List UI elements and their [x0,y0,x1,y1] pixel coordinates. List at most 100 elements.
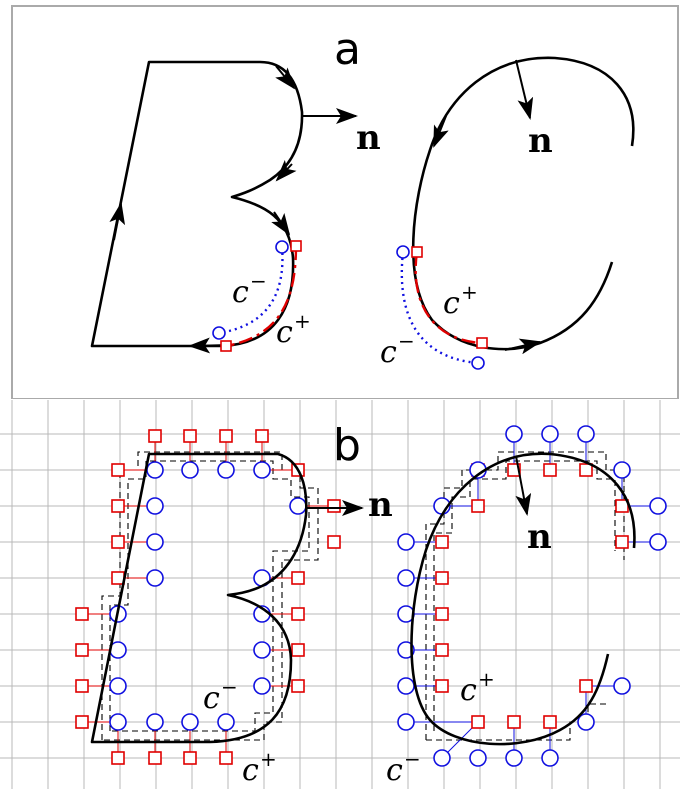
c-c-minus-circle [469,749,487,767]
c-c-plus-square [615,535,629,549]
b-c-plus-square [148,429,162,443]
svg-text:−: − [250,269,267,293]
c-c-plus-square [471,499,485,513]
c-c-plus-end [476,337,488,349]
svg-text:−: − [398,329,415,353]
c-c-minus-curve [400,251,479,365]
c-c-plus-start [411,246,423,258]
c-c-plus-square [435,679,449,693]
b-c-minus-circle [146,713,164,731]
c-c-minus-circle [613,461,631,479]
b-c-plus-square [291,679,305,693]
c-c-minus-start [396,245,410,259]
c-normal-label: n [528,121,553,161]
panel-a: a n c − c + n [11,5,679,400]
panel-a-label: a [334,24,361,75]
c-normal-arrow [515,59,534,120]
c-c-minus-circle [433,749,451,767]
b-c-minus-circle [253,641,271,659]
b-c-plus-curve [225,245,298,348]
b-outline [90,60,304,348]
b-c-minus-circle [146,461,164,479]
svg-text:+: + [478,667,495,691]
c-c-minus-circle [505,749,523,767]
c-c-minus-circle [505,425,523,443]
b-staircase-inner [109,460,310,732]
b-c-plus-square [255,429,269,443]
b-c-minus-end [212,326,226,340]
c-c-minus-circle [397,533,415,551]
b-c-minus-circle [253,461,271,479]
panel-b-label: b [333,420,361,471]
svg-text:c: c [242,753,259,788]
svg-text:c: c [380,335,397,370]
svg-text:+: + [260,747,277,771]
svg-text:c: c [276,315,293,350]
b-c-plus-square [111,751,125,765]
c-c-minus-circle [613,677,631,695]
b-c-minus-circle [146,569,164,587]
panel-b: n n b c − c + c + c − [0,399,680,789]
c-c-minus-circle [397,677,415,695]
b-c-minus-circle [253,677,271,695]
b-c-plus-square [327,535,341,549]
c-c-minus-circle [577,425,595,443]
c-c-minus-circle [577,713,595,731]
b-c-plus-square [148,751,162,765]
c-c-plus-square [507,715,521,729]
c-c-minus-circle [397,569,415,587]
b-c-plus-square [291,643,305,657]
b-c-minus-circle [181,713,199,731]
b-c-plus-square [75,679,89,693]
b-c-minus-circle [146,533,164,551]
c-c-plus-square [507,463,521,477]
c-c-plus-square [471,715,485,729]
svg-text:c: c [460,673,477,708]
c-grid-c-minus-label: c − [386,747,421,788]
b-c-plus-start [290,240,302,252]
c-arrow-left [433,115,449,148]
b-c-plus-square [75,643,89,657]
c-c-plus-square [543,715,557,729]
c-c-plus-label: c + [443,280,478,321]
svg-text:c: c [232,275,249,310]
b-c-plus-square [111,463,125,477]
svg-text:+: + [461,280,478,304]
c-c-minus-end [471,356,485,370]
c-c-minus-circle [649,497,667,515]
c-c-plus-square [435,535,449,549]
b-c-plus-square [291,571,305,585]
c-c-minus-circle [541,425,559,443]
b-c-plus-square [291,607,305,621]
svg-text:+: + [294,309,311,333]
b-c-plus-square [111,499,125,513]
c-c-minus-circle [649,533,667,551]
b-c-plus-square [75,607,89,621]
c-c-plus-square [435,643,449,657]
b-c-minus-circle [109,713,127,731]
c-c-minus-circle [541,749,559,767]
c-c-minus-circle [397,713,415,731]
svg-text:−: − [221,675,238,699]
c-c-plus-square [579,463,593,477]
b-grid-c-plus-label: c + [242,747,277,788]
b-c-plus-label: c + [276,309,311,350]
c-c-plus-square [435,571,449,585]
b-c-minus-circle [217,461,235,479]
c-grid-normal-label: n [527,517,552,557]
c-c-plus-square [435,607,449,621]
c-c-minus-label: c − [380,329,415,370]
b-c-plus-end [220,340,232,352]
b-arrow-mid [275,159,297,182]
c-arrow-bottom [504,338,542,355]
b-c-plus-square [183,429,197,443]
b-arrow-left-edge [109,202,126,241]
c-staircase-inner [433,460,616,731]
b-c-plus-square [111,571,125,585]
b-c-plus-square [219,429,233,443]
b-c-minus-label: c − [232,269,267,310]
b-c-plus-square [327,499,341,513]
b-c-minus-circle [109,677,127,695]
c-c-minus-circle [397,641,415,659]
